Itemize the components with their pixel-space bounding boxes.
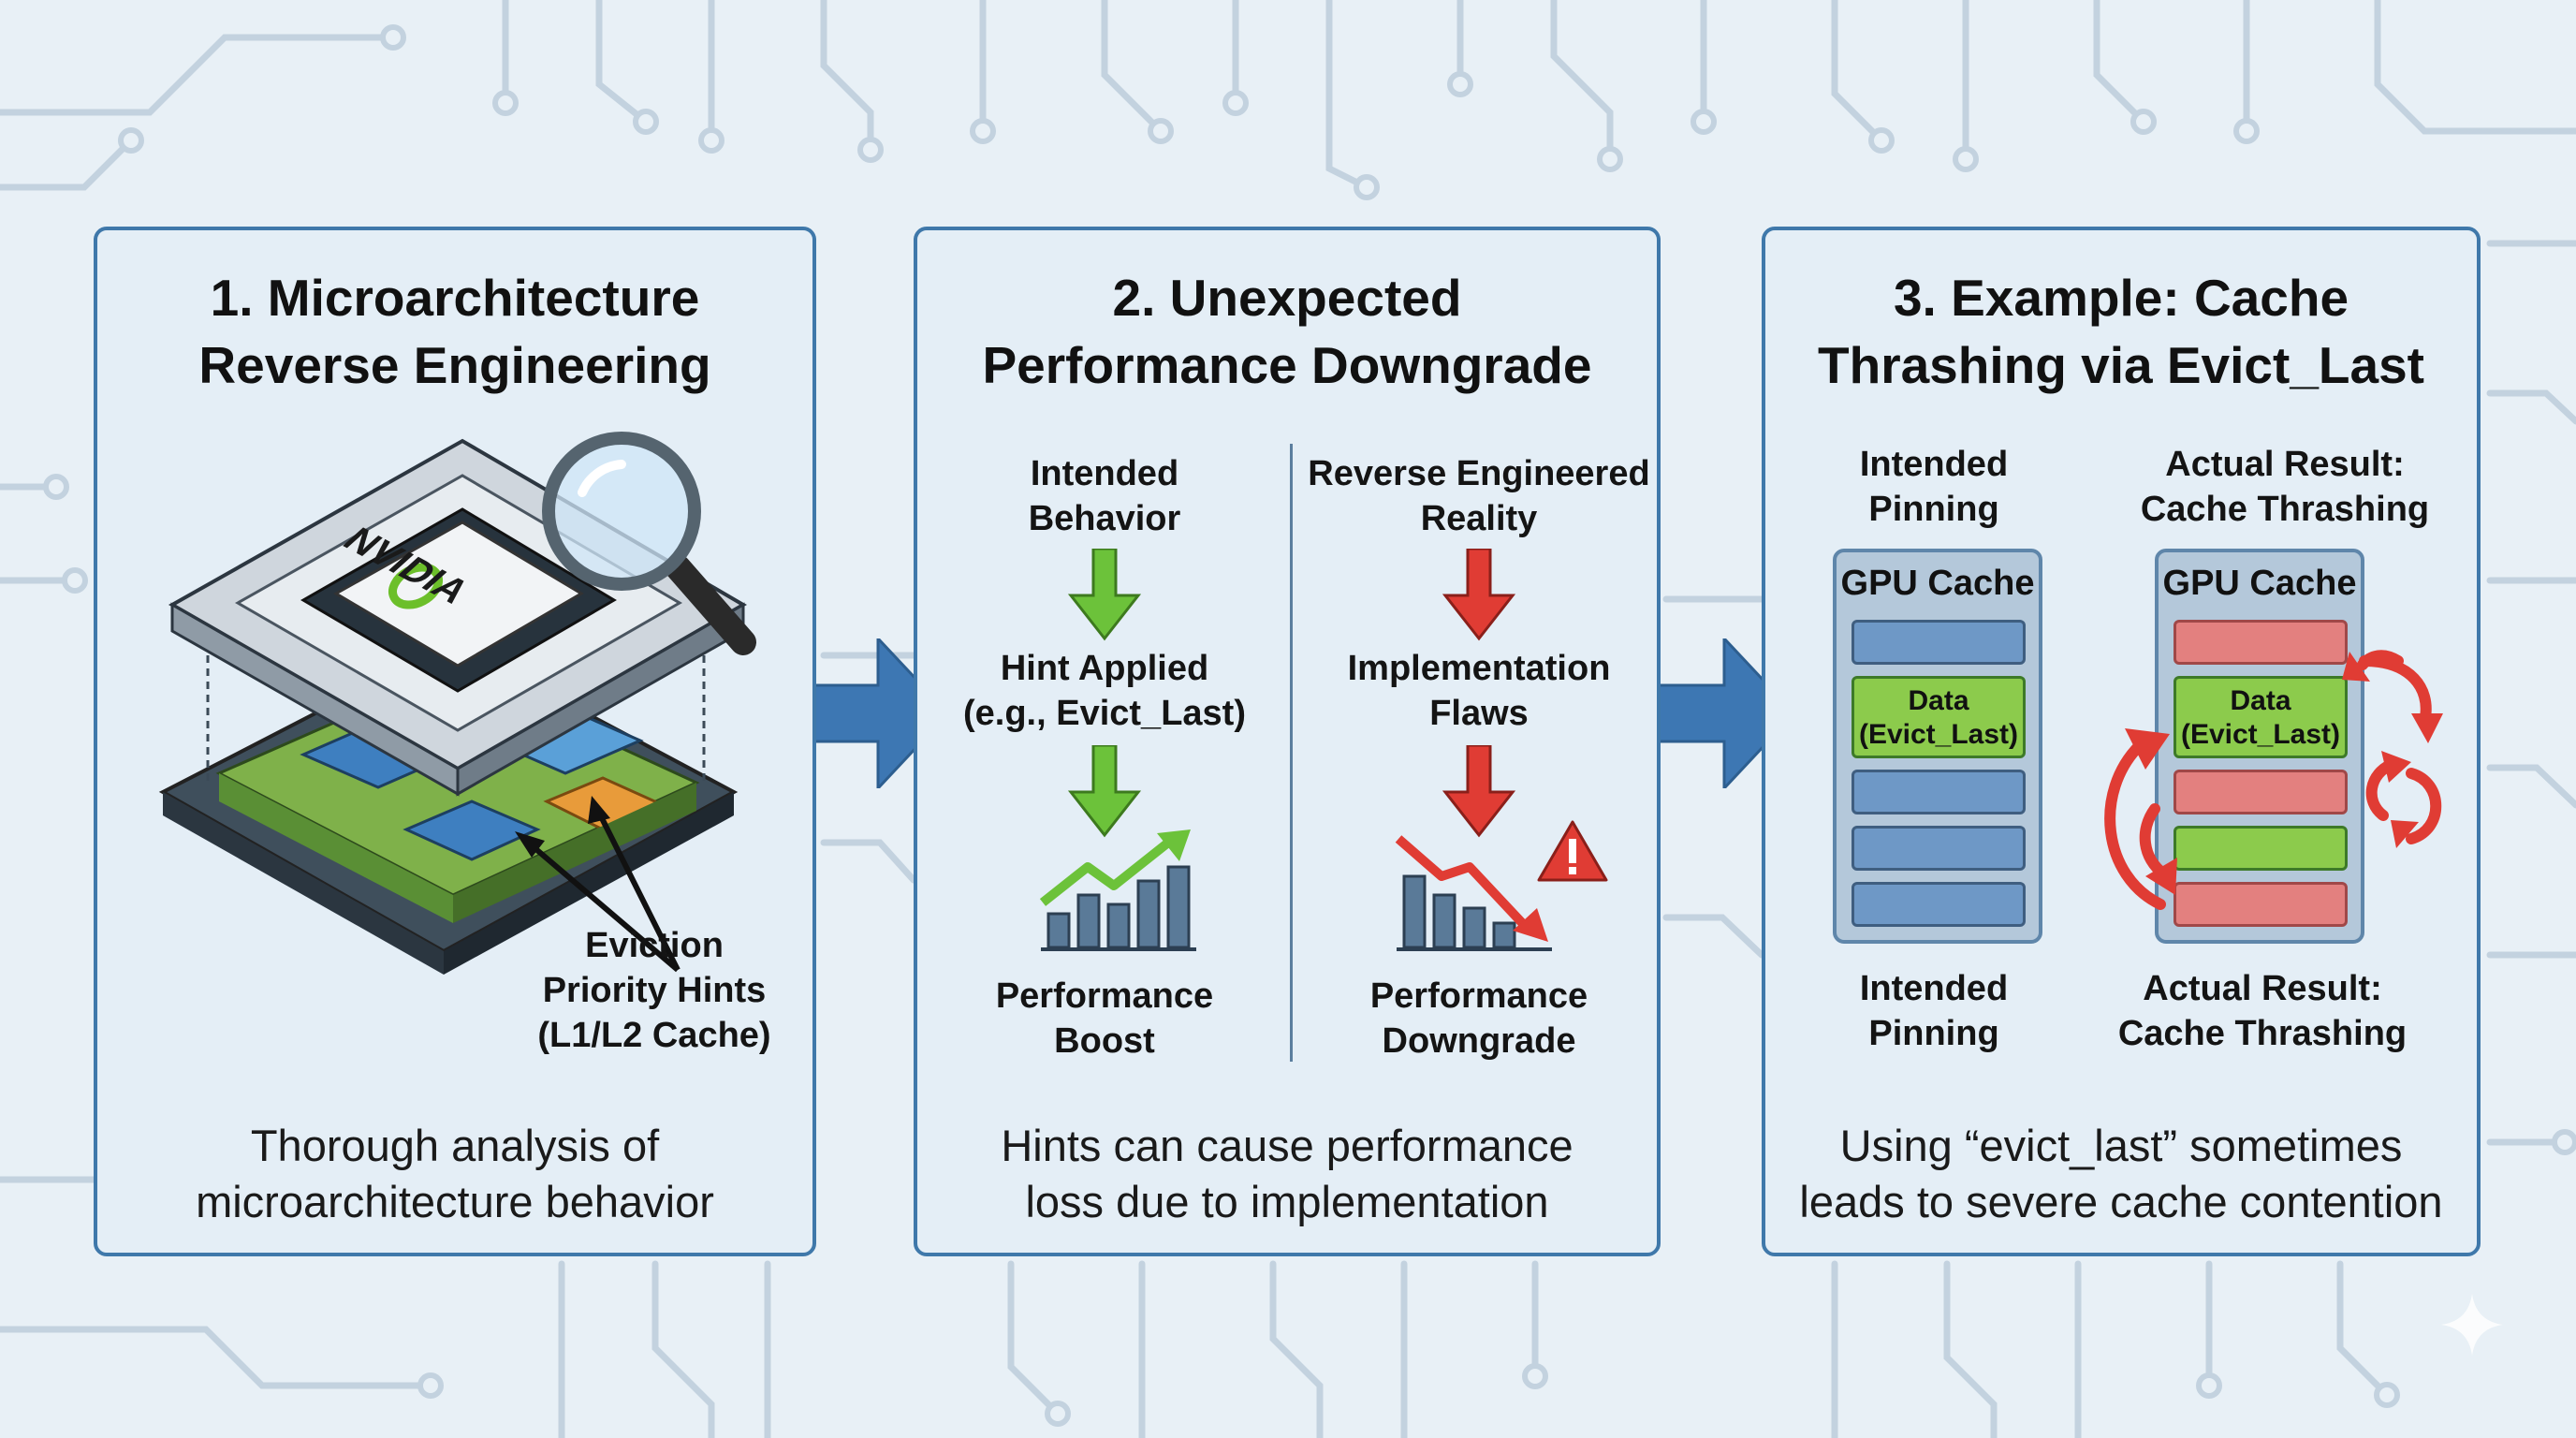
cache-slot <box>1852 620 2026 665</box>
cache-slot <box>1852 770 2026 814</box>
green-arrow-down-icon <box>1067 549 1142 641</box>
panel-title: 2. Unexpected Performance Downgrade <box>982 269 1592 394</box>
panel-title: 1. Microarchitecture Reverse Engineering <box>198 269 711 394</box>
gpu-cache-intended: GPU Cache Data (Evict_Last) <box>1833 549 2042 944</box>
cache-title: GPU Cache <box>2162 564 2357 603</box>
cache-title: GPU Cache <box>1840 564 2035 603</box>
panel-performance-downgrade: 2. Unexpected Performance Downgrade Inte… <box>914 227 1661 1256</box>
gpu-cache-actual: GPU Cache Data (Evict_Last) <box>2155 549 2364 944</box>
cache-slot <box>2174 620 2348 665</box>
intended-pinning-label: Intended Pinning <box>1859 445 2009 529</box>
cache-slot <box>1852 826 2026 871</box>
actual-result-label: Actual Result: Cache Thrashing <box>2140 445 2430 529</box>
sparkle-icon <box>2441 1294 2503 1356</box>
cycle-arrows-icon <box>2104 650 2443 910</box>
implementation-flaws-label: Implementation Flaws <box>1347 649 1611 733</box>
cache-slot-data: Data (Evict_Last) <box>2174 676 2348 758</box>
panel-description: Thorough analysis of microarchitecture b… <box>196 1121 714 1226</box>
panel-description: Using “evict_last” sometimes leads to se… <box>1799 1121 2443 1226</box>
warning-icon <box>1537 820 1608 882</box>
eviction-hints-label: Eviction Priority Hints (L1/L2 Cache) <box>537 926 771 1055</box>
intended-behavior-label: Intended Behavior <box>1028 454 1181 538</box>
cache-slot-data: Data (Evict_Last) <box>1852 676 2026 758</box>
flow-arrow-1-icon <box>812 638 951 788</box>
performance-boost-label: Performance Boost <box>995 976 1214 1061</box>
panel-reverse-engineering: 1. Microarchitecture Reverse Engineering… <box>94 227 816 1256</box>
chart-down-icon <box>1395 835 1552 951</box>
red-arrow-down-icon <box>1442 549 1516 641</box>
red-arrow-down-icon <box>1442 745 1516 838</box>
column-divider <box>1290 444 1293 1062</box>
panel-description: Hints can cause performance loss due to … <box>1001 1121 1573 1226</box>
hint-applied-label: Hint Applied (e.g., Evict_Last) <box>963 649 1246 733</box>
panel-cache-thrashing: 3. Example: Cache Thrashing via Evict_La… <box>1762 227 2481 1256</box>
flow-arrow-2-icon <box>1659 638 1797 788</box>
actual-result-bottom-label: Actual Result: Cache Thrashing <box>2117 969 2408 1053</box>
cache-slot <box>2174 770 2348 814</box>
magnifier-icon <box>542 432 756 655</box>
reverse-engineered-reality-label: Reverse Engineered Reality <box>1308 454 1650 538</box>
cache-slot <box>2174 882 2348 927</box>
intended-pinning-bottom-label: Intended Pinning <box>1859 969 2009 1053</box>
panel-title: 3. Example: Cache Thrashing via Evict_La… <box>1818 269 2424 394</box>
cache-slot <box>1852 882 2026 927</box>
performance-downgrade-label: Performance Downgrade <box>1369 976 1588 1061</box>
chart-up-icon <box>1039 829 1196 951</box>
green-arrow-down-icon <box>1067 745 1142 838</box>
cache-slot <box>2174 826 2348 871</box>
